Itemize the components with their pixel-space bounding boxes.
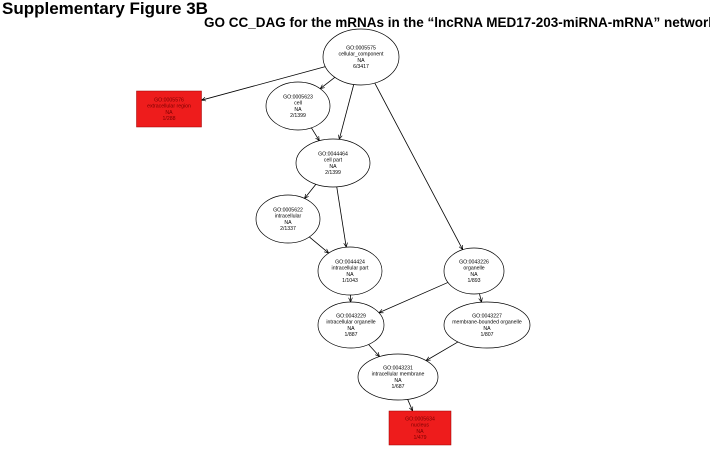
node-go-id: GO:0043226 (459, 260, 489, 266)
node-ellipse (322, 28, 400, 86)
node-line-3: 1/1043 (342, 278, 358, 284)
node-line-1: cell (294, 101, 302, 107)
edge-n43227-to-n43231 (426, 341, 459, 361)
node-line-3: 1/687 (392, 384, 405, 390)
node-line-2: NA (346, 272, 354, 278)
node-line-3: 6/3417 (353, 64, 369, 70)
node-line-2: NA (284, 220, 292, 226)
node-line-2: NA (394, 378, 402, 384)
node-line-3: 2/1399 (290, 113, 306, 119)
node-line-3: 1/479 (414, 435, 427, 441)
node-ellipse (317, 246, 383, 296)
node-go-id: GO:0044464 (318, 152, 348, 158)
node-line-2: NA (165, 110, 173, 116)
node-line-3: 1/288 (163, 116, 176, 122)
node-line-1: extracellular region (147, 104, 191, 110)
node-go-id: GO:0005634 (405, 417, 435, 423)
edge-n43229-to-n43231 (368, 344, 380, 356)
edge-n43226-to-n43227 (479, 293, 481, 303)
node-line-2: NA (329, 164, 337, 170)
node-go-id: GO:0005623 (283, 95, 313, 101)
node-line-2: NA (357, 58, 365, 64)
node-ellipse (295, 138, 371, 188)
node-highlight-box (388, 410, 452, 446)
node-line-1: intracellular (275, 214, 302, 220)
node-line-1: cell part (324, 158, 343, 164)
node-line-3: 1/887 (345, 332, 358, 338)
node-line-1: intracellular part (332, 266, 369, 272)
node-ellipse (255, 194, 321, 244)
node-line-2: NA (416, 429, 424, 435)
edge-n5575-to-n5623 (320, 77, 336, 88)
edges-layer (202, 66, 482, 411)
node-line-3: 1/893 (468, 278, 481, 284)
figure-title: GO CC_DAG for the mRNAs in the “lncRNA M… (204, 15, 710, 30)
node-highlight-box (136, 90, 202, 128)
edge-n5575-to-n43226 (374, 82, 463, 250)
node-go-id: GO:0043231 (383, 366, 413, 372)
figure-label: Supplementary Figure 3B (2, 0, 208, 18)
node-line-1: nucleus (411, 423, 429, 429)
node-line-2: NA (483, 326, 491, 332)
edge-n5575-to-n44464 (339, 84, 355, 139)
node-line-1: intracellular organelle (326, 320, 375, 326)
node-line-3: 2/1337 (280, 226, 296, 232)
node-go-id: GO:0005576 (154, 98, 184, 104)
node-ellipse (357, 353, 439, 401)
node-ellipse (265, 81, 331, 131)
edge-n5575-to-n5576 (202, 66, 326, 101)
node-line-3: 2/1399 (325, 170, 341, 176)
node-go-id: GO:0005622 (273, 208, 303, 214)
node-line-1: cellular_component (339, 52, 385, 58)
node-line-2: NA (294, 107, 302, 113)
node-line-1: intracellular membrane (372, 372, 425, 378)
node-line-3: 1/807 (481, 332, 494, 338)
node-line-1: membrane-bounded organelle (452, 320, 522, 326)
node-go-id: GO:0043229 (336, 314, 366, 320)
node-ellipse (443, 247, 505, 295)
edge-n44464-to-n5622 (305, 184, 317, 198)
edge-n5623-to-n44464 (311, 127, 319, 141)
nodes-layer: GO:0005575cellular_componentNA6/3417GO:0… (136, 28, 531, 446)
edge-n43226-to-n43229 (379, 282, 449, 314)
node-ellipse (443, 301, 531, 349)
node-go-id: GO:0044424 (335, 260, 365, 266)
edge-n43231-to-n5634 (407, 399, 413, 411)
node-go-id: GO:0043227 (472, 314, 502, 320)
node-line-1: organelle (463, 266, 484, 272)
node-go-id: GO:0005575 (346, 46, 376, 52)
edge-n5622-to-n44424 (309, 236, 328, 253)
node-line-2: NA (347, 326, 355, 332)
edge-n44464-to-n44424 (336, 186, 346, 247)
node-line-2: NA (470, 272, 478, 278)
node-ellipse (317, 301, 385, 349)
